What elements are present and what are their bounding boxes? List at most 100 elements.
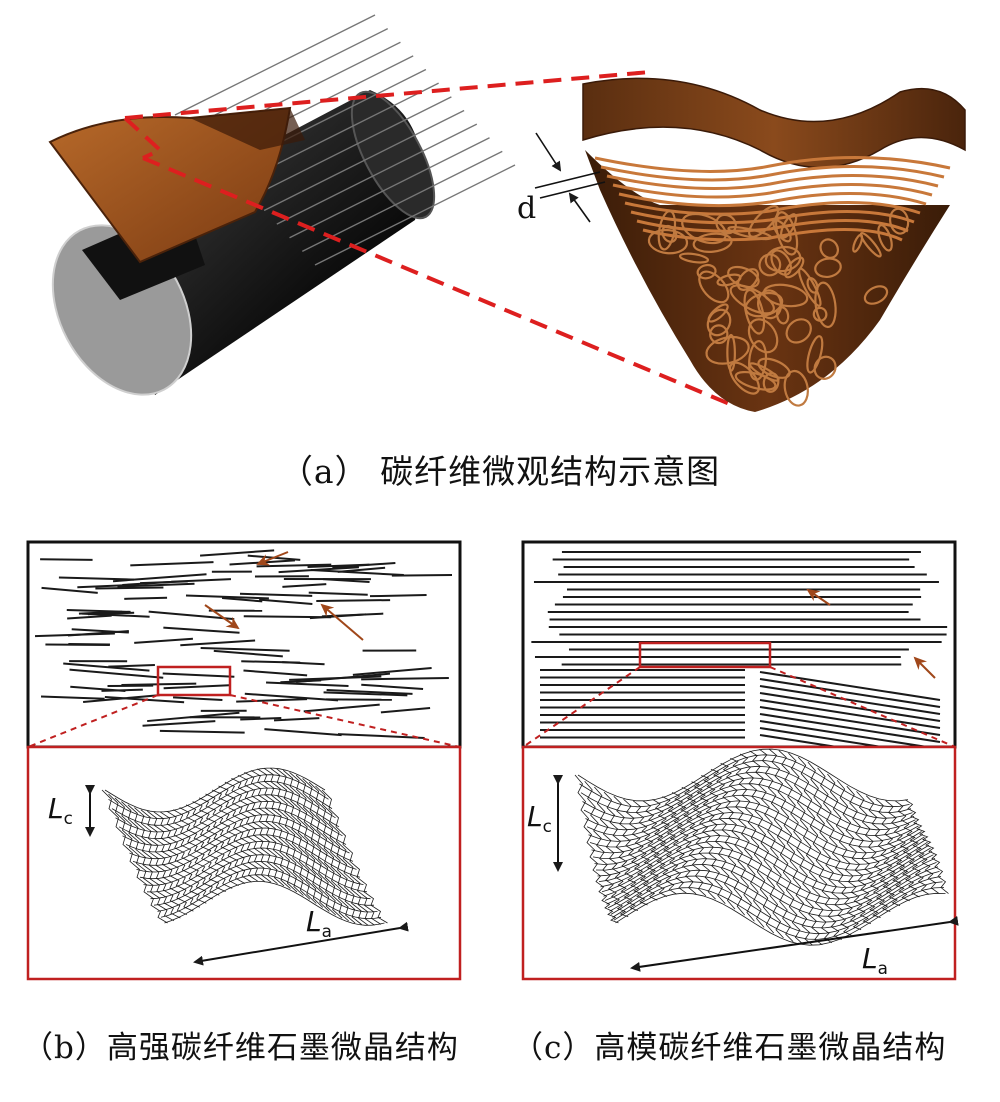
mesh-col: [662, 796, 707, 897]
panel-b: [26, 540, 462, 981]
crystallite-line: [243, 615, 332, 619]
crystallite-line: [759, 699, 941, 729]
tangled-layer: [748, 340, 768, 381]
crystallite-line: [759, 720, 941, 750]
mesh-row: [603, 846, 934, 900]
crystallite-line: [361, 676, 449, 681]
tangled-layer: [681, 212, 727, 245]
mesh-row: [143, 840, 364, 886]
mesh-col: [179, 807, 246, 884]
mesh-row: [104, 767, 326, 813]
panel-c-graphene-mesh: [574, 748, 949, 946]
mesh-col: [108, 793, 175, 922]
mesh-row: [153, 860, 375, 906]
panel-b-la-label: La: [306, 905, 332, 941]
crystallite-line: [326, 689, 413, 695]
mesh-row: [164, 881, 385, 926]
graphite-layer: [606, 174, 939, 190]
mesh-col: [885, 800, 930, 895]
mesh-col: [192, 801, 259, 882]
tangled-layer: [814, 281, 837, 329]
crystallite-line: [240, 717, 282, 721]
mesh-col: [127, 804, 194, 912]
panel-b-arrow-2: [204, 604, 240, 630]
tangled-layer: [692, 232, 733, 253]
crystallite-line: [244, 692, 339, 702]
fiber-far-end: [350, 90, 436, 220]
mesh-col: [710, 768, 755, 922]
mesh-col: [720, 763, 765, 928]
fiber-groove: [187, 28, 389, 130]
panel-c-lines-box: [521, 540, 957, 749]
tangled-layer: [863, 285, 889, 305]
thickness-arrow-bottom: [568, 192, 591, 223]
guide-line-detail: [123, 116, 164, 160]
tangled-layer: [764, 245, 802, 273]
mesh-col: [147, 810, 213, 900]
graphite-layer: [594, 156, 951, 173]
fiber-groove: [174, 14, 376, 116]
crystallite-line: [200, 646, 290, 652]
mesh-col: [121, 801, 188, 916]
graphite-layer: [600, 165, 945, 182]
panel-b-la-arrow: [193, 921, 409, 966]
tangled-layer: [814, 257, 842, 279]
tangled-layer: [727, 265, 760, 289]
mesh-row: [597, 823, 928, 877]
crystallite-line: [282, 583, 327, 588]
mesh-col: [185, 804, 252, 883]
mesh-col: [759, 748, 804, 945]
panel-b-arrows: [204, 551, 364, 641]
crystallite-line: [40, 695, 105, 700]
mesh-col: [257, 768, 324, 908]
panel-b-zoom-box: [26, 745, 462, 981]
crystallite-line: [316, 599, 391, 602]
graphite-layer: [636, 219, 909, 233]
crystallite-line: [112, 573, 207, 583]
mesh-col: [603, 791, 648, 906]
mesh-row: [115, 787, 336, 833]
mesh-col: [875, 798, 920, 898]
mesh-col: [205, 793, 272, 883]
tangled-layer: [757, 289, 783, 320]
crystallite-line: [124, 596, 168, 600]
mesh-row: [594, 812, 925, 865]
mesh-row: [577, 748, 909, 802]
crystallite-line: [759, 685, 941, 715]
crystallite-line: [236, 698, 308, 703]
graphite-layer: [618, 191, 927, 208]
crystallite-line: [172, 696, 223, 701]
crystallite-line: [199, 549, 275, 557]
mesh-col: [730, 757, 775, 934]
mesh-col: [282, 769, 349, 922]
crystallite-line: [69, 668, 164, 679]
mesh-col: [623, 798, 668, 897]
mesh-row: [108, 774, 329, 820]
crystallite-line: [63, 662, 150, 672]
crystallite-line: [185, 594, 269, 600]
tangled-layer: [783, 369, 809, 407]
crystallite-line: [266, 681, 349, 688]
zoom-guide-lines: [123, 70, 733, 407]
mesh-col: [584, 780, 629, 918]
mesh-row: [585, 777, 916, 831]
fiber-groove: [289, 137, 490, 239]
panel-b-highlight: [156, 665, 232, 697]
crystallite-line: [391, 573, 453, 577]
mesh-row: [579, 754, 910, 808]
crystallite-line: [337, 733, 425, 739]
crystallite-line: [759, 678, 941, 708]
panel-b-crystallite-lines: [34, 549, 453, 739]
crystallite-line: [308, 591, 368, 596]
mesh-col: [134, 807, 201, 908]
crystallite-line: [117, 582, 195, 588]
mesh-row: [586, 783, 918, 836]
carbon-fiber-cylinder: [48, 14, 516, 396]
mesh-col: [613, 796, 658, 901]
crystallite-line: [296, 672, 391, 684]
mesh-col: [250, 769, 317, 904]
crystallite-line: [759, 713, 941, 743]
tangled-layer: [785, 318, 812, 344]
tangled-layer: [698, 270, 730, 304]
